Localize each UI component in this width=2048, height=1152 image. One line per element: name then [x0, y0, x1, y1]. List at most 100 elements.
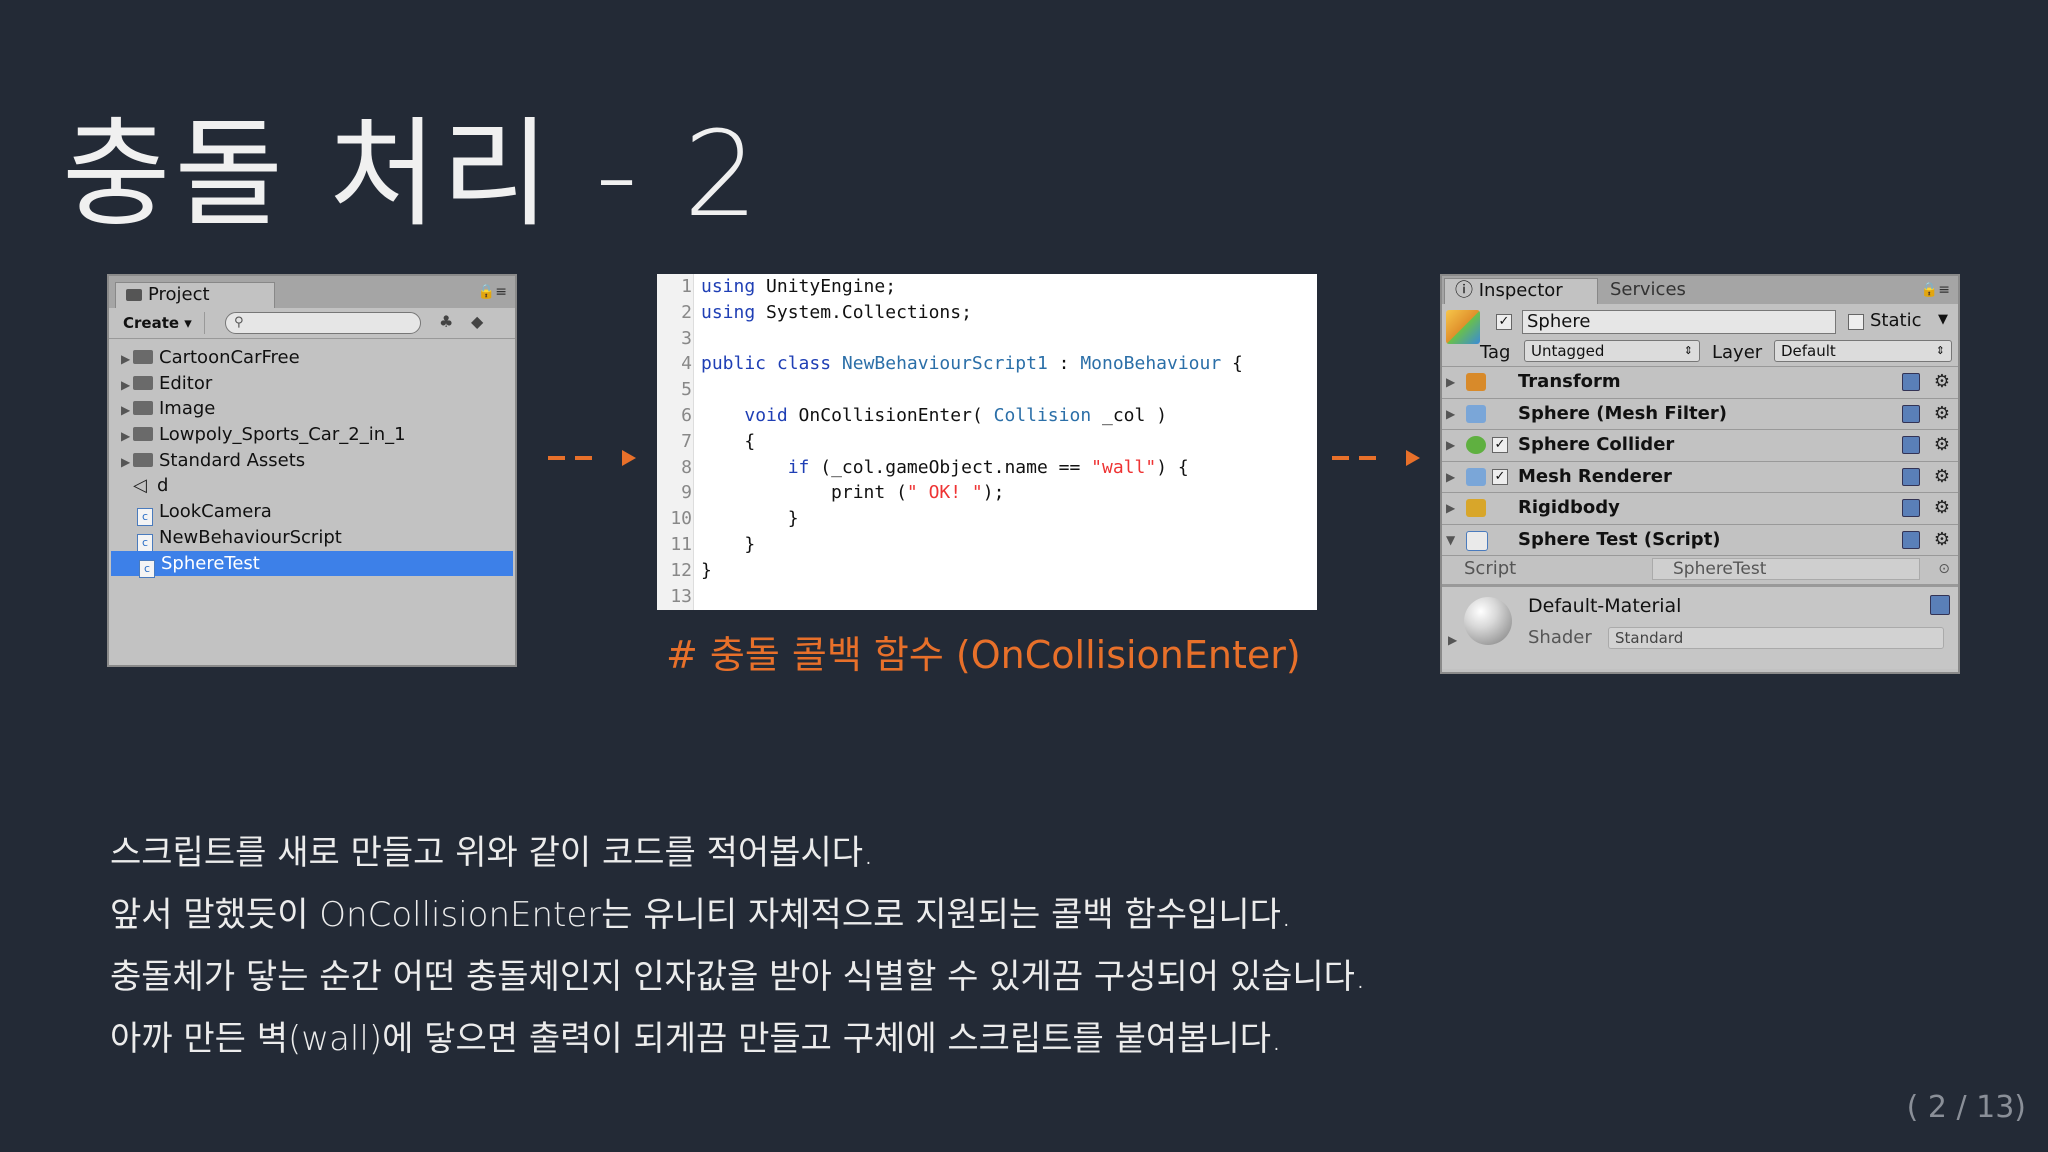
code-line[interactable]: void OnCollisionEnter( Collision _col ): [701, 403, 1167, 429]
expand-arrow-icon[interactable]: ▶: [121, 377, 131, 392]
arrow-dash-right: [1332, 456, 1386, 460]
help-book-icon[interactable]: [1902, 404, 1920, 423]
component-header[interactable]: ▶Transform⚙: [1442, 367, 1958, 399]
body-line: 아까 만든 벽(wall)에 닿으면 출력이 되게끔 만들고 구체에 스크립트를…: [110, 1019, 1282, 1059]
gear-icon[interactable]: ⚙: [1933, 434, 1950, 455]
info-icon: ⓘ: [1455, 280, 1479, 301]
expand-arrow-icon[interactable]: ▶: [121, 454, 131, 469]
layer-dropdown[interactable]: Default⇕: [1774, 340, 1952, 362]
project-folder-icon: [126, 289, 142, 301]
layer-value: Default: [1781, 342, 1836, 360]
shader-dropdown[interactable]: Standard: [1608, 627, 1944, 649]
tab-inspector-label: Inspector: [1478, 280, 1563, 301]
component-enabled-checkbox[interactable]: ✓: [1492, 437, 1508, 453]
project-search-input[interactable]: ⚲: [225, 312, 421, 334]
project-item[interactable]: ◁d: [109, 473, 515, 499]
component-header[interactable]: ▶ Rigidbody ⚙: [1442, 493, 1958, 525]
script-object-field[interactable]: SphereTest: [1652, 558, 1920, 580]
gear-icon[interactable]: ⚙: [1933, 497, 1950, 518]
code-line[interactable]: public class NewBehaviourScript1 : MonoB…: [701, 351, 1243, 377]
project-item[interactable]: ▶ Editor: [109, 371, 515, 397]
slide-body: 스크립트를 새로 만들고 위와 같이 코드를 적어봅시다.앞서 말했듯이 OnC…: [110, 822, 1366, 1070]
code-line[interactable]: }: [701, 532, 755, 558]
lock-menu-icon[interactable]: 🔒≡: [477, 284, 507, 300]
help-book-icon[interactable]: [1902, 436, 1920, 454]
component-header[interactable]: ▼Sphere Test (Script)⚙: [1442, 525, 1958, 556]
line-number: 8: [657, 454, 692, 481]
help-book-icon[interactable]: [1902, 499, 1920, 517]
sphere-collider-icon: [1466, 436, 1486, 454]
code-token: public class: [701, 353, 832, 375]
expand-arrow-icon[interactable]: ▶: [1446, 501, 1456, 515]
gear-icon[interactable]: ⚙: [1933, 465, 1950, 487]
gear-icon[interactable]: ⚙: [1933, 528, 1950, 550]
component-enabled-checkbox[interactable]: ✓: [1492, 468, 1508, 485]
arrow-dash-left: [548, 456, 602, 460]
tab-project[interactable]: Project: [115, 282, 275, 308]
component-name: Rigidbody: [1518, 497, 1620, 518]
expand-arrow-icon[interactable]: ▶: [1446, 438, 1456, 452]
help-book-icon[interactable]: [1902, 530, 1920, 549]
tab-inspector[interactable]: ⓘ Inspector: [1444, 278, 1598, 304]
expand-arrow-icon[interactable]: ▶: [121, 352, 131, 366]
code-token: void: [744, 405, 788, 426]
gear-icon[interactable]: ⚙: [1933, 402, 1950, 424]
help-book-icon[interactable]: [1902, 467, 1920, 486]
code-line[interactable]: if (_col.gameObject.name == "wall") {: [701, 455, 1189, 481]
project-item[interactable]: ▶Lowpoly_Sports_Car_2_in_1: [109, 422, 515, 448]
component-header[interactable]: ▶✓Sphere Collider⚙: [1442, 430, 1958, 462]
material-expand-arrow-icon[interactable]: ▶: [1448, 633, 1458, 647]
code-token: print (: [701, 482, 907, 504]
static-dropdown-icon[interactable]: ▼: [1938, 312, 1948, 327]
code-token: Collision: [993, 405, 1092, 426]
code-line[interactable]: }: [701, 558, 712, 584]
code-token: NewBehaviourScript1: [841, 353, 1048, 375]
tab-services[interactable]: Services: [1610, 279, 1686, 300]
material-help-icon[interactable]: [1930, 595, 1950, 615]
project-item[interactable]: ▶Standard Assets: [109, 448, 515, 474]
code-line[interactable]: {: [701, 429, 755, 455]
inspector-panel: ⓘ Inspector Services 🔒≡ ✓ Sphere Static …: [1440, 274, 1960, 674]
tag-label: Tag: [1480, 342, 1511, 363]
expand-arrow-icon[interactable]: ▶: [121, 429, 131, 444]
line-number: 7: [657, 428, 692, 455]
tag-dropdown-arrow-icon: ⇕: [1683, 344, 1693, 357]
object-picker-icon[interactable]: ⊙: [1938, 561, 1950, 577]
expand-arrow-icon[interactable]: ▶: [1446, 375, 1456, 389]
project-item[interactable]: ▶Image: [109, 396, 515, 422]
help-book-icon[interactable]: [1902, 373, 1920, 391]
filter-by-type-icon[interactable]: ♣: [439, 312, 454, 331]
active-checkbox[interactable]: ✓: [1496, 314, 1512, 330]
collapse-arrow-icon[interactable]: ▼: [1446, 532, 1456, 547]
expand-arrow-icon[interactable]: ▶: [1446, 406, 1456, 421]
inspector-lock-menu-icon[interactable]: 🔒≡: [1920, 282, 1950, 298]
csharp-script-icon: c: [137, 533, 153, 552]
gameobject-name-field[interactable]: Sphere: [1522, 310, 1836, 334]
component-header[interactable]: ▶Sphere (Mesh Filter)⚙: [1442, 399, 1958, 430]
mesh-renderer-icon: [1466, 467, 1486, 486]
mesh-filter-icon: [1466, 404, 1486, 423]
code-line[interactable]: using UnityEngine;: [701, 274, 896, 300]
code-token: using: [701, 301, 756, 323]
component-header[interactable]: ▶✓Mesh Renderer⚙: [1442, 462, 1958, 493]
expand-arrow-icon[interactable]: ▶: [1446, 469, 1456, 484]
tag-dropdown[interactable]: Untagged⇕: [1524, 340, 1700, 362]
code-line[interactable]: }: [701, 506, 799, 532]
expand-arrow-icon[interactable]: ▶: [121, 403, 131, 418]
gear-icon[interactable]: ⚙: [1933, 371, 1950, 392]
project-item[interactable]: ▶CartoonCarFree: [109, 345, 515, 371]
static-checkbox[interactable]: [1848, 314, 1864, 330]
folder-icon: [133, 452, 153, 467]
filter-by-label-icon[interactable]: ◆: [471, 312, 484, 331]
project-item-label: Editor: [159, 372, 213, 394]
create-dropdown[interactable]: Create ▾: [117, 312, 205, 334]
gameobject-cube-icon: [1446, 310, 1480, 344]
code-token: :: [1047, 353, 1081, 375]
code-token: ) {: [1156, 456, 1189, 478]
code-line[interactable]: print (" OK! ");: [701, 480, 1004, 506]
code-line[interactable]: using System.Collections;: [701, 300, 972, 326]
search-icon: ⚲: [234, 315, 244, 330]
